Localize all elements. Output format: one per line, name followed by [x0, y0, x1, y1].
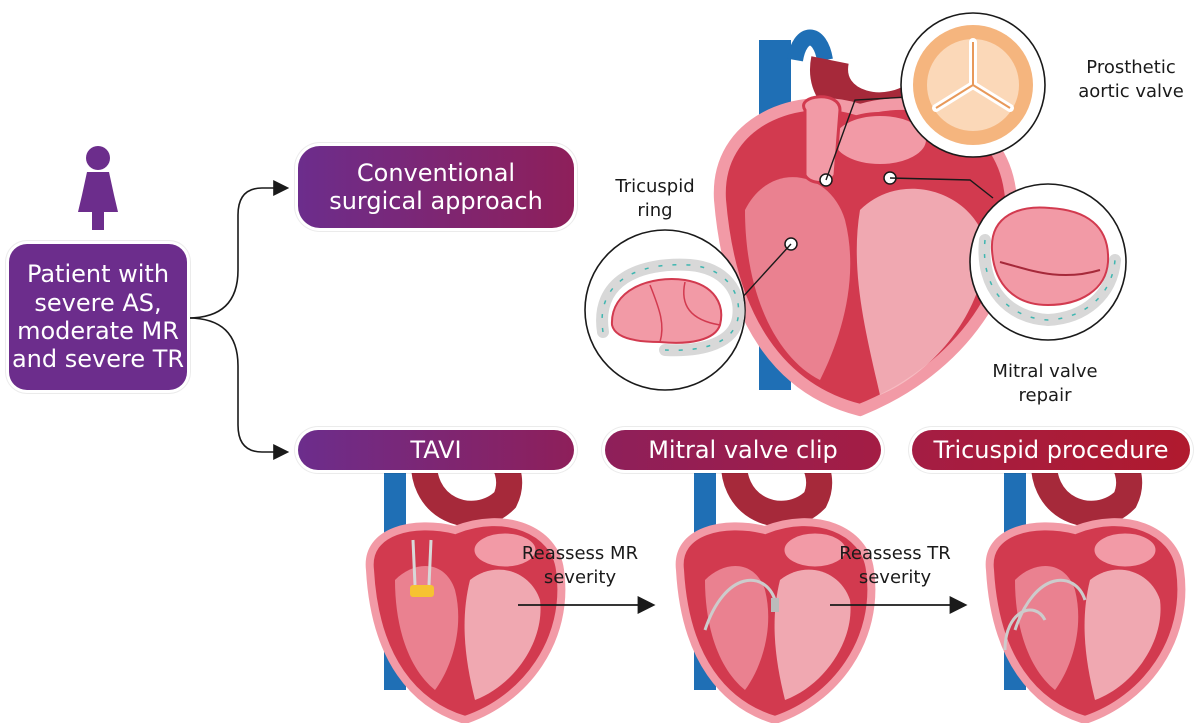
heart-after-tavi	[370, 450, 562, 720]
surgical-approach-box: Conventional surgical approach	[298, 146, 574, 228]
mitral-valve-repair-label: Mitral valve repair	[992, 361, 1098, 407]
prosthetic-aortic-valve-label: Prosthetic aortic valve	[1078, 57, 1184, 103]
prosthetic-valve-zoom	[900, 12, 1046, 158]
reassess-tr-label: Reassess TR severity	[839, 543, 951, 589]
mitral-repair-zoom	[969, 183, 1127, 341]
heart-after-tricuspid	[990, 450, 1182, 720]
flow-connector	[187, 180, 290, 460]
tricuspid-ring-label: Tricuspid ring	[615, 176, 695, 222]
tricuspid-procedure-step: Tricuspid procedure	[912, 430, 1190, 470]
reassess-mr-label: Reassess MR severity	[521, 543, 639, 589]
patient-box: Patient with severe AS, moderate MR and …	[9, 244, 187, 390]
heart-after-mitral-clip	[680, 450, 872, 720]
female-person-icon	[78, 146, 118, 230]
large-heart-illustration	[713, 19, 1019, 417]
tricuspid-ring-zoom	[584, 229, 746, 391]
mitral-clip-step: Mitral valve clip	[605, 430, 881, 470]
tavi-step: TAVI	[298, 430, 574, 470]
